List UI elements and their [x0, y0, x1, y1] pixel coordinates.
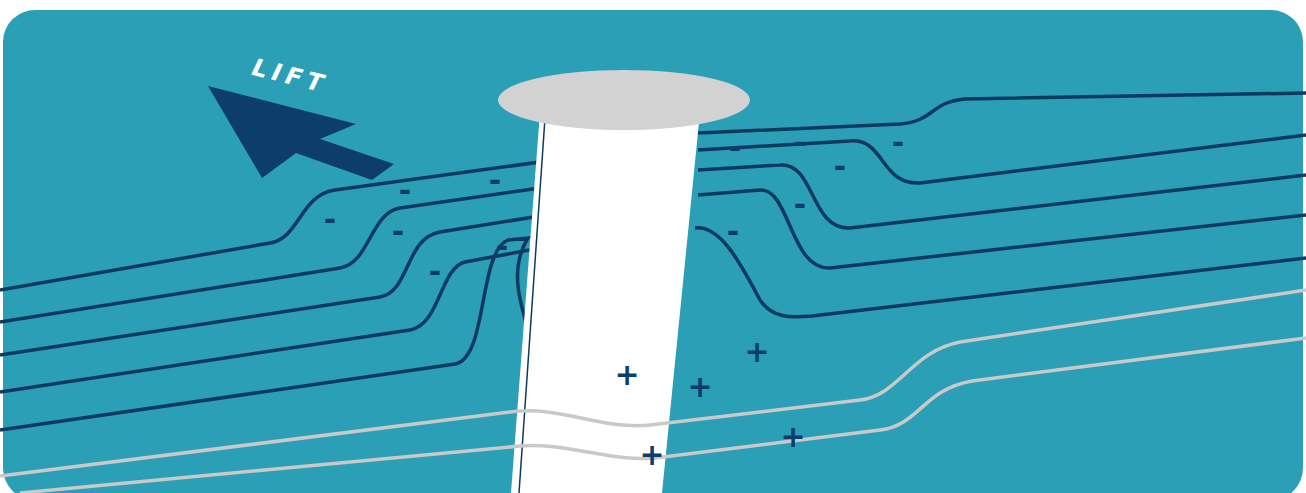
pressure-sign: - [729, 133, 741, 163]
pressure-sign: - [794, 190, 806, 220]
pressure-sign: - [794, 128, 806, 158]
pressure-sign: - [429, 257, 441, 287]
lift-arrow [208, 86, 394, 180]
pressure-sign: - [496, 232, 508, 262]
cylinder-edge [519, 118, 545, 493]
pressure-sign: - [324, 205, 336, 235]
water-background [3, 10, 1303, 493]
pressure-sign: + [780, 422, 805, 452]
pressure-sign: - [392, 217, 404, 247]
cylinder-body [511, 112, 700, 493]
pressure-sign: - [399, 176, 411, 206]
streamlines-lower [0, 290, 1306, 493]
pressure-sign: - [727, 217, 739, 247]
pressure-sign: + [614, 360, 639, 390]
pressure-sign: - [892, 128, 904, 158]
pressure-sign: - [834, 152, 846, 182]
pressure-sign: - [489, 166, 501, 196]
pressure-sign: + [744, 337, 769, 367]
pressure-sign: + [687, 372, 712, 402]
cylinder-top [498, 70, 750, 130]
pressure-sign: + [639, 440, 664, 470]
